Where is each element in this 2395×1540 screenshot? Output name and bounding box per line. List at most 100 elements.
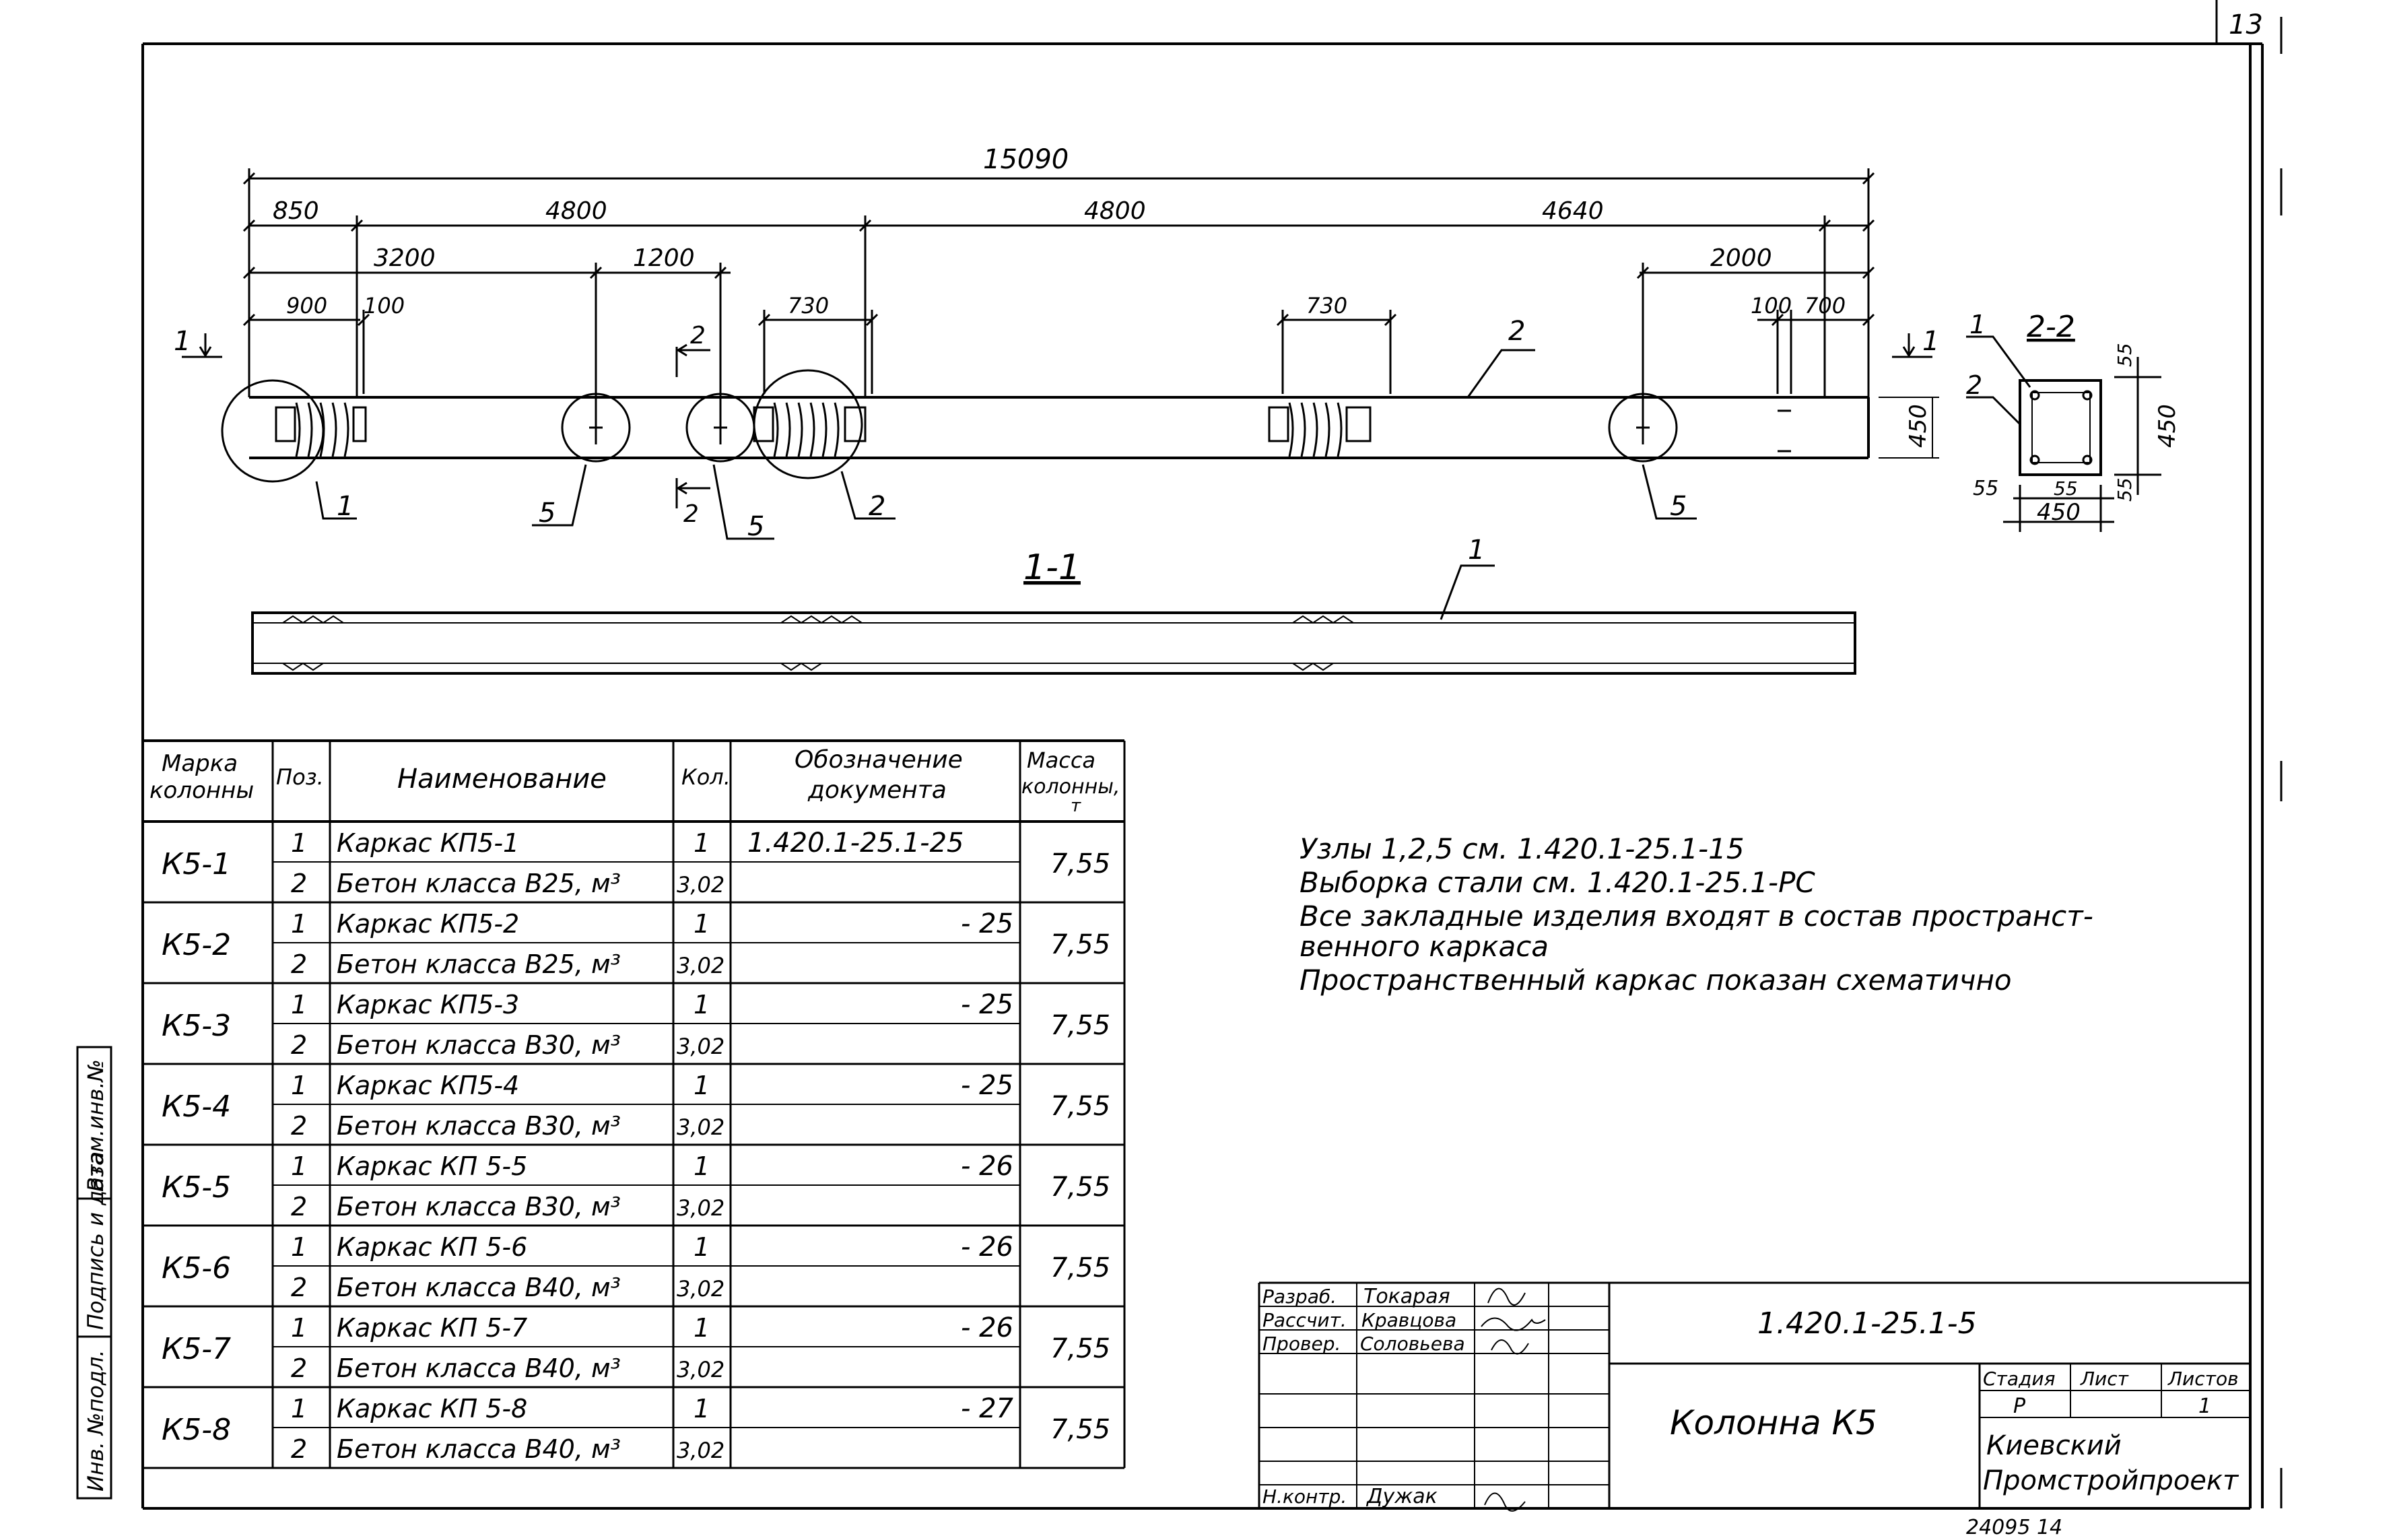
row-doc: - 25	[961, 908, 1013, 939]
hdr-mass-2: колонны,	[1021, 775, 1120, 799]
row-qty: 1	[694, 1151, 710, 1181]
row-name: Каркас КП5-1	[337, 828, 519, 858]
row-qty: 3,02	[677, 953, 724, 978]
s22-dim-450-bottom: 450	[2037, 499, 2081, 526]
row-name: Каркас КП5-2	[337, 909, 519, 939]
section-2-2-title: 2-2	[2027, 310, 2075, 344]
tb-title: Колонна К5	[1670, 1403, 1877, 1442]
dim-900: 900	[286, 293, 327, 319]
column-mass: 7,55	[1050, 929, 1110, 960]
tb-stage-h: Стадия	[1983, 1368, 2055, 1390]
tb-sheets-v: 1	[2198, 1395, 2211, 1418]
hdr-mass-1: Масса	[1027, 747, 1095, 773]
row-pos: 1	[291, 1313, 307, 1343]
tb-sheets-h: Листов	[2167, 1368, 2239, 1390]
hdr-pos: Поз.	[276, 764, 324, 790]
row-name: Каркас КП 5-7	[337, 1313, 527, 1343]
tb-role-4: Н.контр.	[1262, 1485, 1347, 1508]
dim-730-b: 730	[1306, 293, 1347, 319]
tb-org-2: Промстройпроект	[1983, 1465, 2239, 1496]
row-name: Бетон класса В40, м³	[337, 1353, 621, 1383]
s22-dim-55-left: 55	[1973, 477, 1998, 500]
section-mark-right: 1	[1922, 326, 1939, 357]
cut-mark-top: 2	[690, 322, 706, 349]
row-name: Каркас КП 5-8	[337, 1394, 527, 1424]
title-block: Разраб. Рассчит. Провер. Н.контр. Токара…	[1258, 1281, 2250, 1512]
dim-700: 700	[1804, 293, 1846, 319]
tb-name-3: Соловьева	[1360, 1333, 1465, 1355]
row-qty: 1	[694, 909, 710, 939]
row-doc: - 26	[961, 1151, 1013, 1182]
section-1-1: 1-1 1	[251, 535, 1856, 675]
row-qty: 3,02	[677, 872, 724, 898]
column-body	[249, 396, 1939, 459]
row-qty: 1	[694, 1313, 710, 1343]
row-pos: 2	[291, 1434, 307, 1464]
row-qty: 3,02	[677, 1276, 724, 1302]
node-label-5c: 5	[1670, 491, 1687, 522]
s22-pos2: 2	[1966, 370, 1982, 400]
node-circles	[221, 349, 1697, 540]
tb-name-1: Токарая	[1363, 1285, 1450, 1308]
column-mass: 7,55	[1050, 1010, 1110, 1041]
column-mark: К5-2	[162, 928, 231, 962]
node-label-5a: 5	[539, 498, 555, 529]
row-doc: - 25	[961, 989, 1013, 1020]
row-name: Бетон класса В25, м³	[337, 949, 621, 979]
dim-100-a: 100	[364, 293, 405, 319]
row-name: Каркас КП5-4	[337, 1071, 519, 1100]
row-doc: - 26	[961, 1232, 1013, 1263]
column-mark: К5-6	[162, 1251, 231, 1285]
hdr-doc-1: Обозначение	[795, 746, 963, 774]
s22-dim-55-top: 55	[2114, 343, 2136, 367]
row-name: Бетон класса В40, м³	[337, 1273, 621, 1302]
stamp-inv: Инв. №подл.	[83, 1349, 108, 1492]
tb-stage-v: Р	[2013, 1395, 2026, 1418]
row-qty: 1	[694, 1232, 710, 1262]
note-5: Пространственный каркас показан схематич…	[1300, 964, 2012, 997]
row-pos: 1	[291, 990, 307, 1019]
s22-pos1: 1	[1969, 310, 1986, 339]
dim-1200: 1200	[633, 244, 695, 272]
note-3: Все закладные изделия входят в состав пр…	[1300, 900, 2093, 933]
row-name: Каркас КП 5-6	[337, 1232, 527, 1262]
s22-dim-450-right: 450	[2154, 404, 2181, 448]
column-mass: 7,55	[1050, 1091, 1110, 1122]
column-mark: К5-1	[162, 847, 231, 881]
row-name: Бетон класса В25, м³	[337, 869, 621, 898]
tb-doc-code: 1.420.1-25.1-5	[1757, 1306, 1977, 1341]
section-1-1-pos: 1	[1468, 535, 1485, 566]
row-name: Каркас КП5-3	[337, 990, 519, 1019]
row-pos: 2	[291, 1111, 307, 1141]
dim-730-a: 730	[788, 293, 829, 319]
row-pos: 2	[291, 869, 307, 898]
row-pos: 2	[291, 1030, 307, 1060]
tb-role-2: Рассчит.	[1262, 1309, 1347, 1331]
row-pos: 1	[291, 1394, 307, 1424]
row-pos: 1	[291, 828, 307, 858]
row-name: Бетон класса В30, м³	[337, 1192, 621, 1221]
tb-role-1: Разраб.	[1262, 1285, 1337, 1308]
row-qty: 1	[694, 990, 710, 1019]
dim-3200: 3200	[374, 244, 436, 272]
column-mark: К5-7	[162, 1332, 231, 1366]
dimension-lines	[242, 168, 1875, 444]
row-pos: 2	[291, 1353, 307, 1383]
tb-org-1: Киевский	[1986, 1430, 2122, 1461]
tb-sheet-h: Лист	[2080, 1368, 2129, 1390]
sheet-number: 13	[2229, 9, 2263, 40]
note-2: Выборка стали см. 1.420.1-25.1-РС	[1300, 866, 1815, 899]
hdr-name: Наименование	[397, 764, 607, 795]
row-pos: 1	[291, 1232, 307, 1262]
column-mark: К5-8	[162, 1413, 231, 1447]
row-qty: 3,02	[677, 1357, 724, 1382]
cut-mark-bottom: 2	[683, 500, 699, 528]
row-pos: 2	[291, 1192, 307, 1221]
row-name: Бетон класса В30, м³	[337, 1111, 621, 1141]
hdr-qty: Кол.	[681, 764, 731, 790]
row-qty: 1	[694, 828, 710, 858]
tb-name-2: Кравцова	[1361, 1309, 1456, 1331]
stamp-sign: Подпись и дата	[83, 1151, 108, 1330]
row-doc: - 25	[961, 1070, 1013, 1101]
